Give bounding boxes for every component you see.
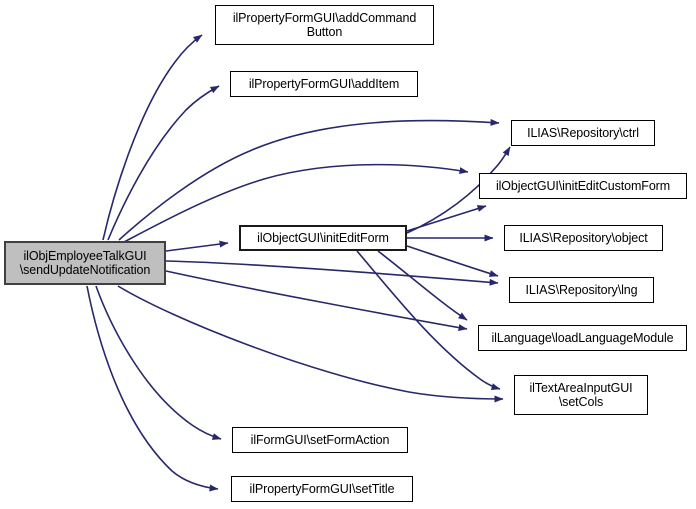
edge-root-to-initeditform [165, 240, 229, 252]
node-ilobjectgui-initeditcustomform[interactable]: ilObjectGUI\initEditCustomForm [479, 173, 687, 199]
node-label: ilObjEmployeeTalkGUI \sendUpdateNotifica… [19, 248, 151, 278]
edge-root-to-ctrl [118, 118, 500, 241]
edge-initeditform-to-loadlanguagemodule [377, 250, 468, 321]
node-illanguage-loadlanguagemodule[interactable]: ilLanguage\loadLanguageModule [478, 325, 687, 351]
edge-initeditform-to-initeditcustomform [406, 205, 487, 232]
node-label: ilObjectGUI\initEditForm [257, 230, 389, 245]
edge-root-to-setformaction [95, 285, 222, 440]
edge-root-to-lng [165, 260, 499, 286]
edge-root-to-addcommandbutton [102, 34, 203, 241]
node-ilobjectgui-initeditform[interactable]: ilObjectGUI\initEditForm [239, 225, 407, 251]
node-ilias-repository-object[interactable]: ILIAS\Repository\object [504, 225, 663, 251]
edge-root-to-setcols [117, 285, 504, 403]
node-ilpropertyformgui-addcommandbutton[interactable]: ilPropertyFormGUI\addCommand Button [215, 5, 434, 45]
node-label: ilFormGUI\setFormAction [250, 432, 390, 447]
edge-root-to-additem [107, 85, 220, 241]
node-label: ILIAS\Repository\lng [525, 282, 638, 297]
node-root-sendupdatenotification[interactable]: ilObjEmployeeTalkGUI \sendUpdateNotifica… [4, 241, 166, 285]
node-ilpropertyformgui-settitle[interactable]: ilPropertyFormGUI\setTitle [231, 476, 413, 502]
node-label: ilLanguage\loadLanguageModule [491, 330, 674, 345]
node-ilias-repository-ctrl[interactable]: ILIAS\Repository\ctrl [511, 120, 655, 146]
node-iltextareainputgui-setcols[interactable]: ilTextAreaInputGUI \setCols [514, 375, 648, 415]
node-label: ILIAS\Repository\ctrl [527, 125, 639, 140]
node-label: ilTextAreaInputGUI \setCols [529, 380, 633, 410]
node-ilformgui-setformaction[interactable]: ilFormGUI\setFormAction [232, 427, 408, 453]
node-label: ilPropertyFormGUI\addItem [248, 76, 400, 91]
edge-initeditform-to-lng [406, 245, 499, 277]
node-label: ilPropertyFormGUI\addCommand Button [232, 10, 417, 40]
node-label: ilPropertyFormGUI\setTitle [249, 481, 395, 496]
edge-root-to-settitle [86, 285, 219, 492]
edge-root-to-loadlanguagemodule [165, 270, 468, 331]
node-label: ilObjectGUI\initEditCustomForm [495, 178, 671, 193]
edge-initeditform-to-setcols [356, 250, 501, 391]
node-label: ILIAS\Repository\object [519, 230, 648, 245]
node-ilias-repository-lng[interactable]: ILIAS\Repository\lng [509, 277, 654, 303]
node-ilpropertyformgui-additem[interactable]: ilPropertyFormGUI\addItem [230, 71, 418, 97]
